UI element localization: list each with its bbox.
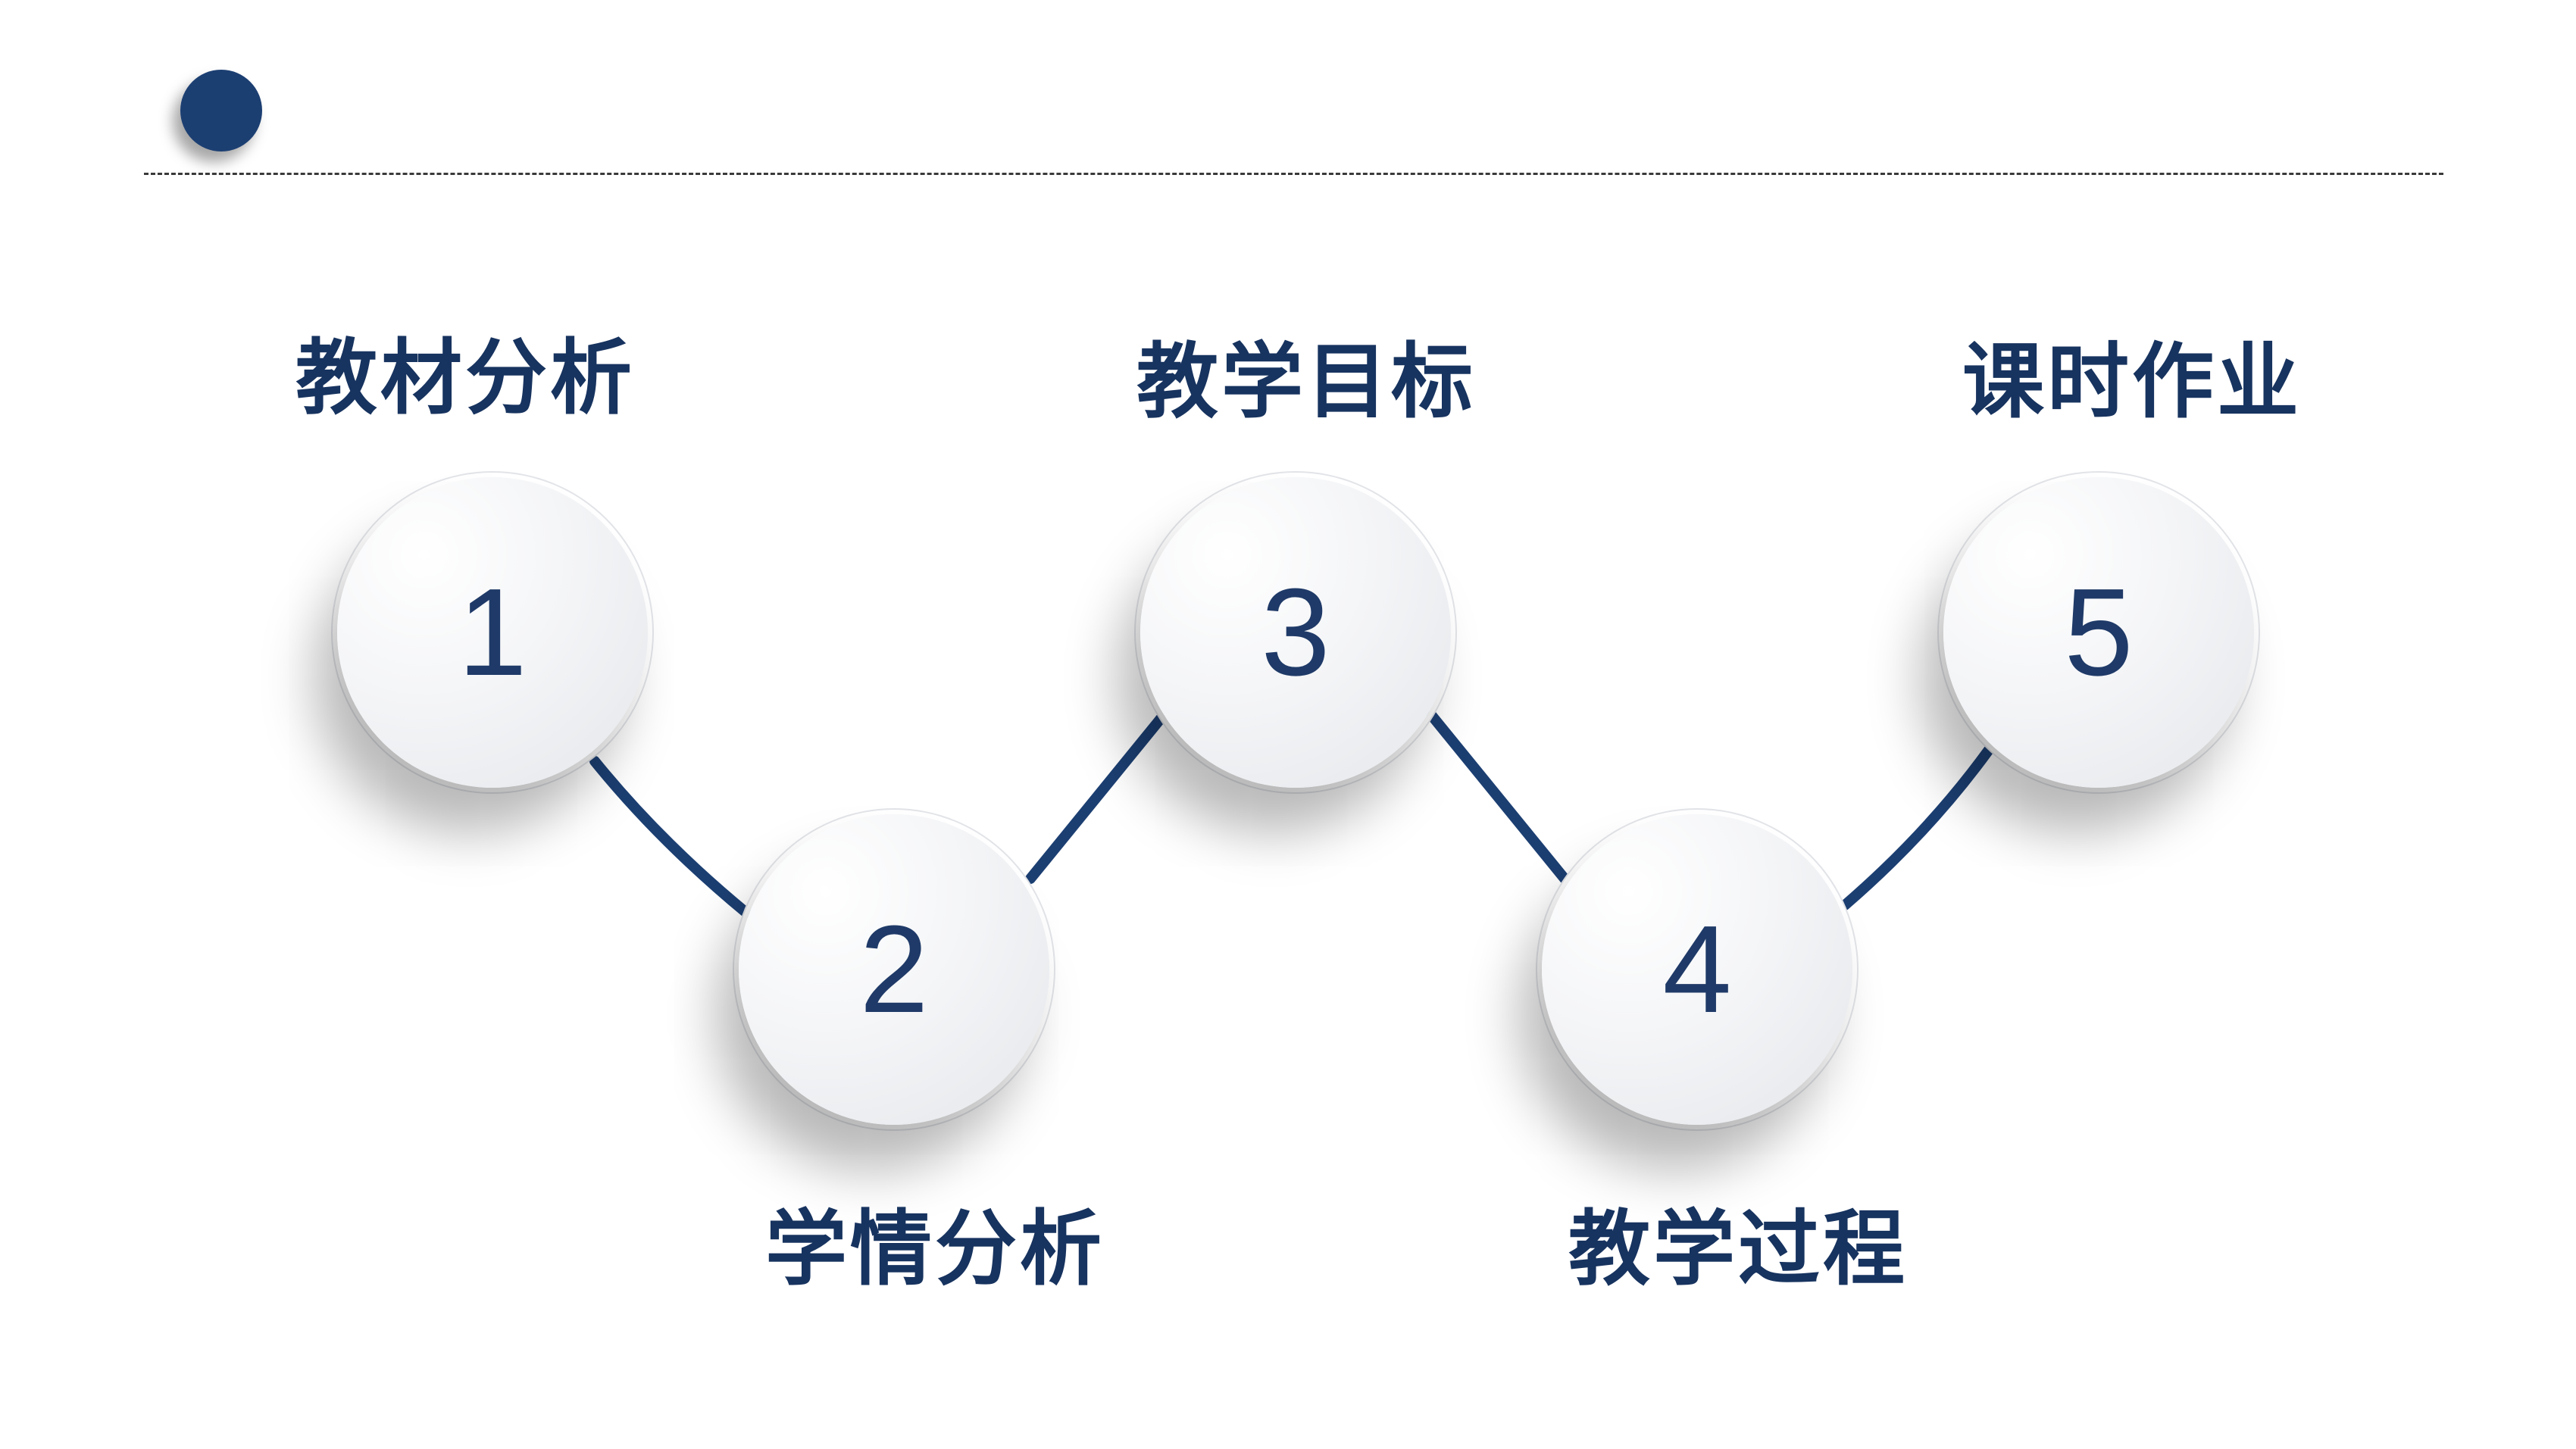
step-label-2: 学情分析 (764, 1201, 1105, 1297)
step-number-4: 4 (1662, 900, 1732, 1038)
step-circle-1: 1 (337, 477, 648, 788)
dashed-divider (144, 173, 2443, 175)
step-number-5: 5 (2064, 563, 2134, 701)
decorative-dot (180, 70, 262, 151)
step-circle-3: 3 (1140, 477, 1451, 788)
step-label-5: 课时作业 (1962, 334, 2302, 429)
step-label-3: 教学目标 (1136, 334, 1476, 429)
step-label-1: 教材分析 (295, 330, 635, 426)
step-label-4: 教学过程 (1568, 1201, 1908, 1297)
step-number-3: 3 (1261, 563, 1330, 701)
step-circle-2: 2 (739, 814, 1049, 1125)
connector-4-5 (1840, 745, 1994, 910)
step-circle-4: 4 (1542, 814, 1852, 1125)
connector-1-2 (589, 756, 752, 918)
connector-3-4 (1427, 710, 1570, 884)
step-circle-5: 5 (1943, 477, 2254, 788)
step-number-1: 1 (458, 563, 527, 701)
connector-2-3 (1025, 710, 1168, 884)
step-number-2: 2 (859, 900, 929, 1038)
